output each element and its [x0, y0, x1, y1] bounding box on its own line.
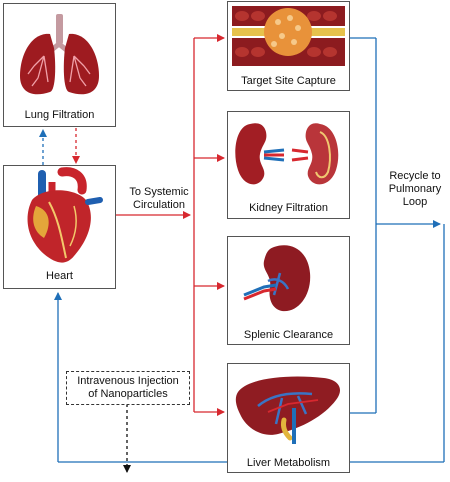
liver-metabolism-box: Liver Metabolism — [227, 363, 350, 473]
lungs-icon — [20, 14, 99, 95]
splenic-clearance-box: Splenic Clearance — [227, 236, 350, 345]
target-site-capture-box: Target Site Capture — [227, 1, 350, 91]
spleen-icon — [243, 245, 311, 312]
lung-filtration-box: Lung Filtration — [3, 3, 116, 127]
heart-label: Heart — [46, 270, 73, 282]
systemic-line-2: Circulation — [133, 199, 185, 211]
liver-metabolism-label: Liver Metabolism — [246, 457, 331, 469]
target-site-capture-label: Target Site Capture — [241, 75, 336, 87]
injection-box: Intravenous Injection of Nanoparticles — [66, 371, 190, 405]
liver-icon — [235, 376, 340, 444]
kidney-icon — [235, 123, 339, 185]
lung-filtration-label: Lung Filtration — [24, 109, 95, 121]
recycle-text: Recycle to Pulmonary Loop — [380, 170, 450, 209]
recycle-line-1: Recycle to — [389, 170, 441, 182]
splenic-clearance-label: Splenic Clearance — [243, 329, 334, 341]
kidney-filtration-label: Kidney Filtration — [249, 202, 328, 214]
injection-line-2: of Nanoparticles — [88, 388, 168, 400]
systemic-line-1: To Systemic — [129, 186, 189, 198]
kidney-filtration-box: Kidney Filtration — [227, 111, 350, 219]
recycle-line-2: Pulmonary — [388, 183, 442, 195]
heart-box: Heart — [3, 165, 116, 289]
capillary-nanoparticle-icon — [232, 6, 345, 66]
injection-line-1: Intravenous Injection — [77, 375, 179, 387]
heart-icon — [27, 167, 103, 263]
recycle-line-3: Loop — [402, 196, 428, 208]
systemic-circulation-arrows — [116, 34, 225, 416]
systemic-circulation-text: To Systemic Circulation — [117, 186, 201, 212]
